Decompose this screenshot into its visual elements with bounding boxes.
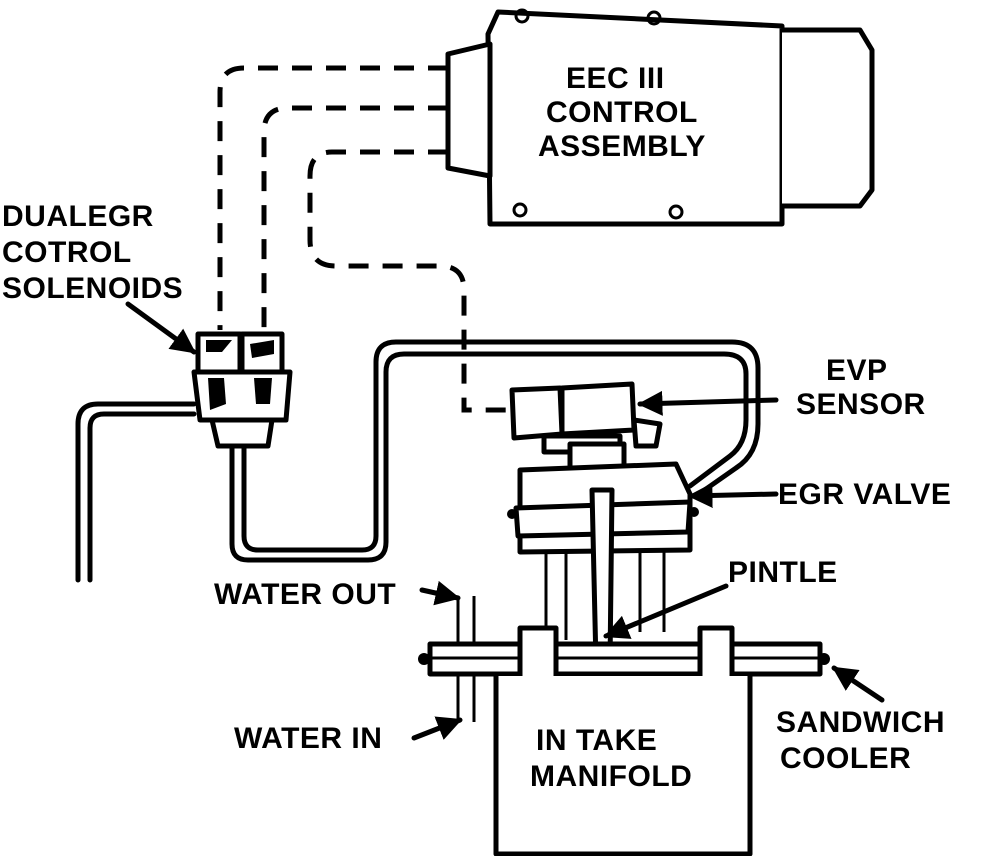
egr-valve-assembly xyxy=(507,381,699,667)
water-out-label: WATER OUT xyxy=(214,578,396,611)
solenoids-label-line1: DUALEGR xyxy=(2,200,154,233)
control-wiring-dashed xyxy=(217,65,512,413)
solenoids-label-line2: COTROL xyxy=(2,236,132,269)
eec-label-line1: EEC III xyxy=(566,62,665,95)
water-in-label: WATER IN xyxy=(234,722,382,755)
intake-label-line2: MANIFOLD xyxy=(530,760,692,793)
leader-arrows xyxy=(125,301,885,741)
intake-label-line1: IN TAKE xyxy=(536,724,657,757)
dual-egr-solenoids xyxy=(191,331,293,449)
solenoids-label-line3: SOLENOIDS xyxy=(2,272,183,305)
sandwich-label-line2: COOLER xyxy=(780,742,911,775)
evp-label-line2: SENSOR xyxy=(796,388,926,421)
vacuum-hoses xyxy=(75,339,761,583)
intake-manifold xyxy=(493,676,753,856)
eec-control-assembly xyxy=(445,8,875,227)
pintle-label: PINTLE xyxy=(728,556,838,589)
egr-valve-label: EGR VALVE xyxy=(778,478,951,511)
eec-label-line2: CONTROL xyxy=(546,96,698,129)
sandwich-label-line1: SANDWICH xyxy=(776,706,945,739)
evp-label-line1: EVP xyxy=(826,354,888,387)
eec-label-line3: ASSEMBLY xyxy=(538,130,706,163)
